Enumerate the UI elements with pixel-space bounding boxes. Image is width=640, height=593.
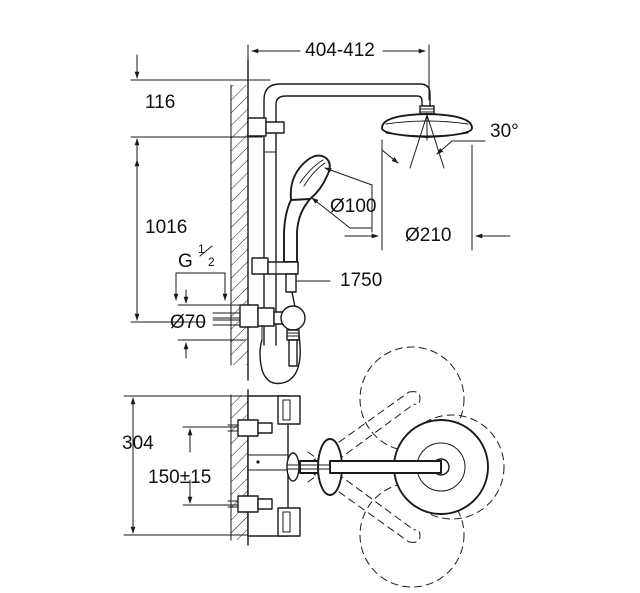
- thermostatic-mixer-upper: [212, 304, 306, 367]
- label-hose-length: 1750: [340, 270, 382, 291]
- label-thread-denominator: 2: [208, 255, 215, 269]
- label-inlet-spacing: Ø70: [170, 312, 206, 333]
- swing-circle-upper: [359, 346, 465, 452]
- swung-arm-down: [299, 451, 421, 543]
- label-projection: 404-412: [305, 40, 375, 61]
- label-thread-letter: G: [178, 251, 193, 272]
- dimension-spray-angle: 30°: [381, 121, 519, 164]
- dimension-riser-height: 1016: [130, 159, 206, 323]
- dimension-mixer-height: 304: [122, 395, 249, 536]
- dimension-top-offset: 116: [130, 54, 271, 161]
- head-shower: [381, 105, 473, 169]
- label-hand-shower-diameter: Ø100: [330, 196, 376, 217]
- swung-arm-up: [299, 391, 421, 483]
- label-mixer-height: 304: [122, 433, 154, 454]
- dimension-projection: 404-412: [247, 40, 430, 101]
- label-thread-numerator: 1: [198, 242, 205, 256]
- dimension-head-diameter: Ø210: [344, 139, 511, 251]
- dimension-hand-shower-diameter: Ø100: [311, 167, 376, 237]
- label-riser-height: 1016: [145, 217, 187, 238]
- label-top-offset: 116: [145, 92, 175, 113]
- pivot-nut: [286, 452, 300, 482]
- label-inlet-centres: 150±15: [148, 467, 211, 488]
- dimension-thread-and-inlets: G 1 2 Ø70: [170, 242, 246, 359]
- label-spray-angle: 30°: [490, 121, 519, 142]
- dimension-hose-length: 1750: [295, 270, 382, 291]
- wall-section-upper: [230, 59, 249, 381]
- label-head-diameter: Ø210: [405, 225, 451, 246]
- hand-shower-holder: [251, 257, 299, 293]
- wall-section-lower: [230, 389, 249, 546]
- plan-view-swivel: [286, 346, 505, 588]
- dimension-inlet-centres: 150±15: [148, 426, 249, 506]
- hand-shower: [282, 154, 331, 271]
- thermostatic-mixer-lower: [227, 395, 301, 537]
